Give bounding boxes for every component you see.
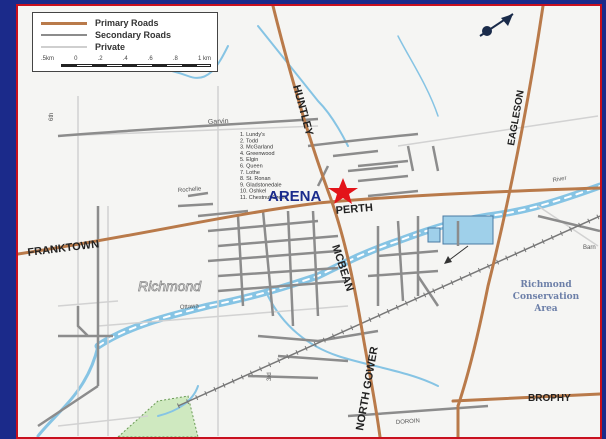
legend-secondary-label: Secondary Roads (95, 30, 172, 40)
street-index-item: 6. Queen (240, 164, 263, 170)
street-index-item: 1. Lundy's (240, 132, 265, 138)
label-brophy: BROPHY (528, 393, 571, 404)
label-rochelle: Rochelle (178, 186, 202, 194)
map-canvas[interactable]: HUNTLEY EAGLESON PERTH FRANKTOWN MCBEAN … (18, 6, 600, 437)
conservation-line-1: Richmond (520, 280, 572, 290)
map-legend: Primary Roads Secondary Roads Private .5… (32, 12, 218, 72)
street-index-item: 2. Todd (240, 138, 258, 144)
label-ottawa: Ottawa (180, 303, 200, 311)
scale-tick-label: .8 (172, 56, 178, 62)
label-perth: PERTH (335, 202, 373, 217)
label-river: River (552, 176, 567, 184)
private-road-swatch (41, 46, 87, 48)
arena-star-icon[interactable] (328, 178, 358, 204)
street-index-item: 11. Chestnut Green (240, 195, 288, 201)
conservation-line-3: Area (533, 304, 557, 314)
pond-small (427, 227, 441, 243)
scale-tick-label: .4 (122, 56, 128, 62)
legend-private: Private (41, 42, 125, 52)
scale-tick-label: 0 (74, 56, 78, 62)
north-arrow-icon (479, 13, 514, 37)
label-barn: Barn (583, 245, 596, 251)
label-richmond: Richmond (138, 278, 202, 294)
legend-primary: Primary Roads (41, 18, 159, 28)
conservation-arrowhead (444, 256, 452, 264)
street-index-item: 7. Lothe (240, 170, 260, 176)
scale-tick-label: 1 km (197, 56, 211, 62)
label-garvin: Garvin (208, 118, 229, 126)
street-index-item: 10. Oshkel (240, 189, 266, 195)
scale-bar: .5km 0 .2 .4 .6 .8 1 km (41, 56, 211, 68)
street-index-item: 5. Elgin (240, 157, 258, 163)
street-index-item: 3. McGarland (240, 145, 273, 151)
label-6th: 6th (49, 113, 55, 121)
secondary-roads (37, 117, 600, 428)
map-frame: HUNTLEY EAGLESON PERTH FRANKTOWN MCBEAN … (16, 4, 602, 439)
scale-tick-label: .5km (41, 56, 55, 62)
legend-secondary: Secondary Roads (41, 30, 171, 40)
scale-tick-label: .6 (147, 56, 153, 62)
label-3rd: 3rd (267, 372, 273, 381)
railway (176, 213, 600, 409)
scale-ticks: .5km 0 .2 .4 .6 .8 1 km (41, 56, 211, 62)
street-index-item: 4. Greenwood (240, 151, 275, 157)
legend-private-label: Private (95, 42, 126, 52)
label-arena: ARENA (268, 188, 322, 205)
primary-roads (18, 6, 600, 437)
conservation-line-2: Conservation (513, 292, 580, 302)
scale-bar-graphic (61, 64, 211, 67)
street-index-item: 9. Gladstonedale (240, 182, 282, 188)
primary-road-swatch (41, 21, 87, 25)
label-conservation: Richmond Conservation Area (513, 280, 580, 314)
conservation-arrow (447, 245, 469, 262)
legend-primary-label: Primary Roads (95, 18, 159, 28)
secondary-road-swatch (41, 34, 87, 36)
label-doroin: DOROIN (396, 418, 420, 426)
pond (442, 215, 494, 245)
street-index-item: 8. St. Ronan (240, 176, 271, 182)
scale-tick-label: .2 (97, 56, 103, 62)
